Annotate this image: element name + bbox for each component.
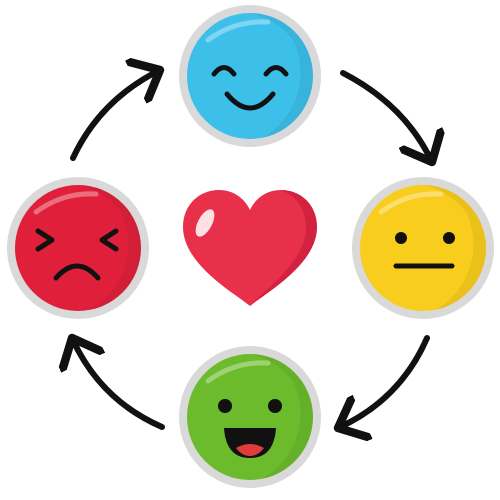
arrow-laughing-to-angry: [72, 338, 165, 430]
arrow-happy-to-neutral: [340, 70, 432, 162]
laughing-face-icon: [179, 346, 321, 488]
cycle-arrows: [72, 70, 432, 428]
angry-face-icon: [7, 177, 149, 319]
happy-face-icon: [179, 5, 321, 147]
arrow-angry-to-happy: [70, 70, 160, 161]
neutral-face-icon: [352, 177, 494, 319]
arrow-neutral-to-laughing: [338, 335, 430, 428]
heart-icon: [183, 190, 317, 306]
